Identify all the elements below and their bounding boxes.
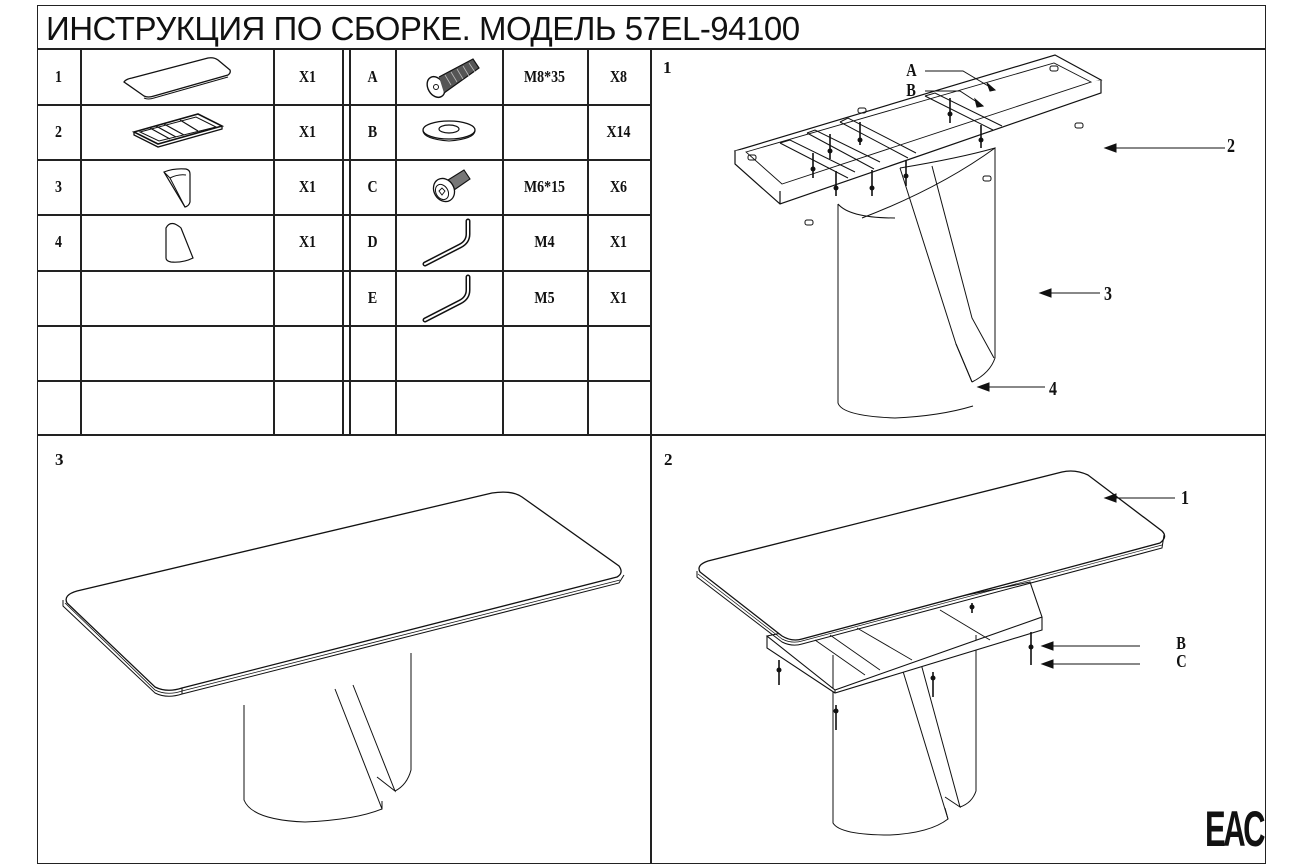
callout-b: B	[906, 80, 916, 100]
part-quantity: X1	[298, 121, 317, 141]
part-number: 3	[55, 176, 62, 196]
document-title: ИНСТРУКЦИЯ ПО СБОРКЕ. МОДЕЛЬ 57EL-94100	[46, 10, 800, 47]
callout-frame: 2	[1227, 135, 1235, 157]
washer-icon	[422, 120, 476, 142]
part-quantity: X1	[298, 232, 317, 251]
allen-key-icon	[422, 218, 471, 267]
part-quantity: X1	[298, 66, 317, 86]
eac-certification-mark: EAC	[1205, 801, 1265, 857]
hardware-size: M8*35	[523, 66, 566, 86]
frame-icon	[131, 113, 225, 148]
panel-divider	[650, 48, 652, 864]
part-number: 2	[55, 121, 62, 141]
part-number: 1	[55, 66, 62, 86]
leg-part-3-icon	[163, 168, 191, 208]
step-1-diagram	[733, 54, 1225, 419]
hardware-quantity: X1	[609, 232, 628, 251]
callout-b: B	[1176, 633, 1186, 653]
hardware-size	[510, 104, 580, 159]
table-top-icon	[123, 57, 231, 100]
leg-part-4-icon	[165, 222, 194, 263]
hardware-quantity: X6	[609, 176, 628, 196]
callout-leg-3: 3	[1104, 283, 1112, 305]
hardware-quantity: X8	[609, 66, 628, 86]
callout-leg-4: 4	[1049, 378, 1057, 400]
title-divider	[37, 48, 1266, 50]
hardware-letter: D	[367, 232, 378, 251]
short-bolt-icon	[432, 169, 471, 203]
part-number: 4	[55, 232, 62, 251]
hardware-size: M4	[534, 232, 555, 251]
callout-a: A	[906, 60, 917, 80]
bolt-icon	[426, 58, 480, 99]
hardware-letter: E	[367, 287, 378, 307]
hardware-quantity: X14	[606, 121, 631, 141]
hardware-size: M6*15	[523, 176, 566, 196]
step-number: 1	[663, 58, 672, 77]
hardware-quantity: X1	[609, 287, 628, 307]
callout-table-top: 1	[1181, 487, 1189, 509]
hardware-letter: C	[367, 176, 378, 196]
step-number: 2	[664, 450, 673, 469]
callout-c: C	[1176, 651, 1187, 671]
step-2-diagram	[696, 470, 1175, 836]
part-quantity: X1	[298, 176, 317, 196]
hardware-letter: B	[367, 121, 378, 141]
step-3-diagram	[62, 491, 625, 823]
step-number: 3	[55, 450, 64, 469]
hardware-size: M5	[534, 287, 555, 307]
allen-key-icon	[422, 274, 471, 323]
hardware-letter: A	[367, 66, 378, 86]
section-divider	[37, 434, 1266, 436]
